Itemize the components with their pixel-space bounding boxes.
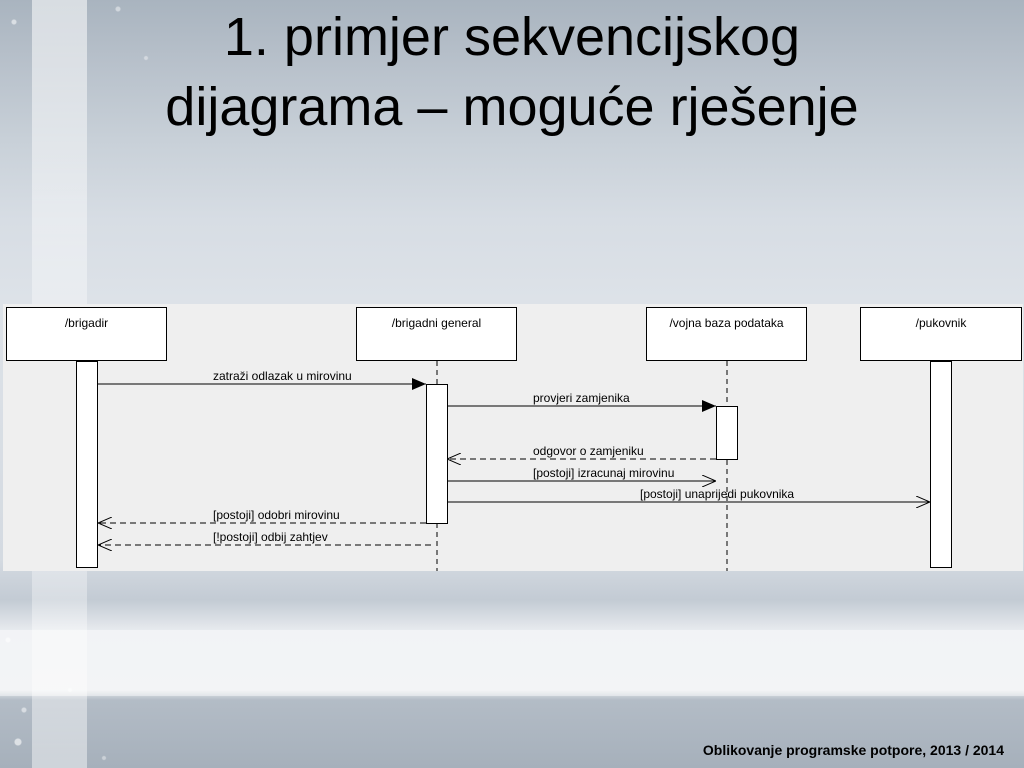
slide-title: 1. primjer sekvencijskog dijagrama – mog… [0,2,1024,142]
activation-bar-brigadir [76,361,98,568]
activation-bar-pukovnik [930,361,952,568]
message-label-provjeri-zamjenika: provjeri zamjenika [533,391,630,405]
lifeline-label: /pukovnik [915,316,967,330]
message-label-odbij-zahtjev: [!postoji] odbij zahtjev [213,530,328,544]
lifeline-brigadni-general: /brigadni general [356,307,517,361]
lifeline-brigadir: /brigadir [6,307,167,361]
message-label-zatrazi-odlazak: zatraži odlazak u mirovinu [213,369,352,383]
message-label-odobri-mirovinu: [postoji] odobri mirovinu [213,508,340,522]
sequence-diagram: /brigadir /brigadni general /vojna baza … [3,304,1023,571]
message-label-unaprijedi-pukovnika: [postoji] unaprijedi pukovnika [640,487,795,501]
sequence-diagram-lines [98,361,930,571]
slide-title-line-2: dijagrama – moguće rješenje [165,77,859,137]
slide-footer: Oblikovanje programske potpore, 2013 / 2… [702,742,1004,758]
lifeline-pukovnik: /pukovnik [860,307,1022,361]
lifeline-label: /vojna baza podataka [669,316,784,330]
activation-bar-vojna-baza-podataka [716,406,738,460]
lifeline-label: /brigadir [64,316,109,330]
lifeline-vojna-baza-podataka: /vojna baza podataka [646,307,807,361]
message-label-izracunaj-mirovinu: [postoji] izracunaj mirovinu [533,466,675,480]
lifeline-label: /brigadni general [391,316,482,330]
message-label-odgovor-o-zamjeniku: odgovor o zamjeniku [533,444,644,458]
activation-bar-brigadni-general [426,384,448,524]
slide-title-line-1: 1. primjer sekvencijskog [223,7,801,67]
